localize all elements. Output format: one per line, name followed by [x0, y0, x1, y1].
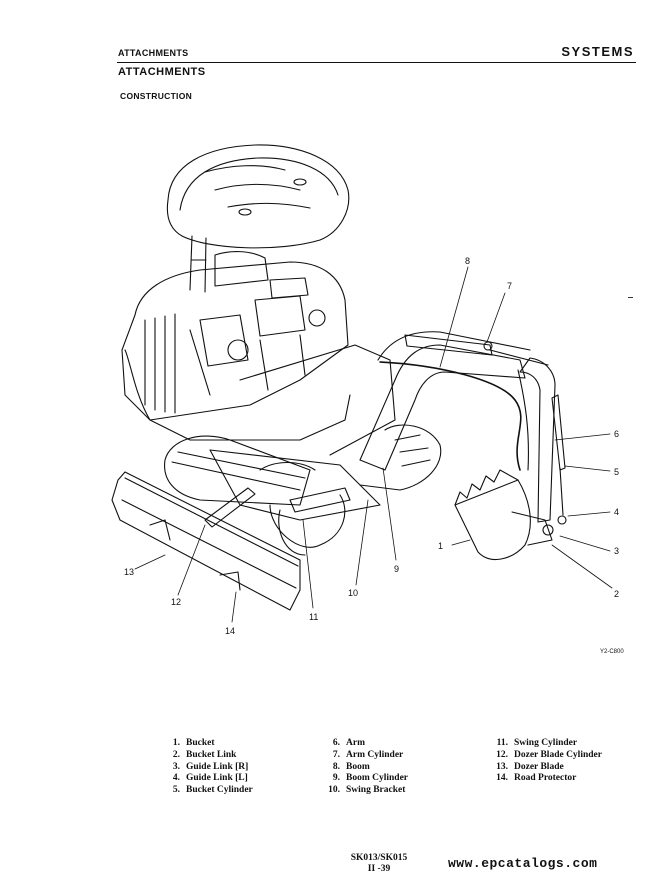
legend-item: 14. Road Protector: [486, 773, 602, 785]
legend-label: Road Protector: [514, 773, 577, 784]
legend-item: 5. Bucket Cylinder: [158, 785, 253, 797]
bucket-cylinder: [551, 394, 566, 516]
callout-7: 7: [507, 281, 512, 291]
legend-label: Boom: [346, 761, 370, 772]
header-section-label: ATTACHMENTS: [118, 48, 189, 58]
arm: [517, 357, 556, 523]
legend-number: 10.: [328, 785, 340, 796]
callout-10: 10: [348, 588, 358, 598]
legend-item: 11. Swing Cylinder: [486, 738, 602, 750]
page-footer: SK013/SK015 II -39: [342, 853, 416, 875]
header-chapter-label: SYSTEMS: [561, 44, 634, 59]
callout-14: 14: [225, 626, 235, 636]
callout-6: 6: [614, 429, 619, 439]
legend-number: 3.: [172, 761, 180, 772]
excavator-illustration: 1 2 3 4 5 6 7 8 9 10 11 12 13 14: [111, 144, 619, 636]
legend-label: Bucket Cylinder: [186, 785, 253, 796]
bucket: [454, 469, 567, 561]
boom: [359, 331, 531, 471]
legend-item: 8. Boom: [318, 762, 408, 774]
legend-number: 8.: [332, 761, 340, 772]
callout-2: 2: [614, 589, 619, 599]
callout-8: 8: [465, 256, 470, 266]
legend-label: Guide Link [L]: [186, 773, 248, 784]
legend-number: 5.: [172, 785, 180, 796]
legend-label: Boom Cylinder: [346, 773, 409, 784]
dozer-blade: [111, 471, 301, 611]
callout-13: 13: [124, 567, 134, 577]
watermark-url: www.epcatalogs.com: [448, 856, 598, 871]
callout-3: 3: [614, 546, 619, 556]
legend-column-3: 11. Swing Cylinder 12. Dozer Blade Cylinde…: [486, 738, 602, 785]
legend-column-2: 6. Arm 7. Arm Cylinder 8. Boom 9. Boom Cylin…: [318, 738, 408, 797]
legend-item: 4. Guide Link [L]: [158, 773, 253, 785]
callout-labels: 1 2 3 4 5 6 7 8 9 10 11 12 13 14: [124, 256, 619, 636]
legend-number: 2.: [172, 749, 180, 760]
arm-cylinder: [404, 334, 549, 366]
canopy-roof: [166, 144, 350, 249]
legend-number: 11.: [496, 738, 508, 748]
engine-body: [121, 251, 349, 421]
legend-label: Dozer Blade: [514, 761, 564, 772]
legend-number: 14.: [496, 773, 508, 784]
track-assembly: [164, 424, 442, 548]
page-title: ATTACHMENTS: [118, 66, 206, 78]
legend-label: Arm: [346, 738, 365, 748]
legend-column-1: 1.Bucket 2.Bucket Link 3.Guide Link [R] …: [158, 738, 253, 797]
callout-4: 4: [614, 507, 619, 517]
callout-leaders: [134, 266, 613, 623]
callout-12: 12: [171, 597, 181, 607]
legend-number: 13.: [496, 761, 508, 772]
canopy-post: [189, 235, 207, 293]
legend-number: 1.: [172, 738, 180, 748]
chassis-frame: [149, 344, 396, 521]
legend-number: 6.: [332, 738, 340, 748]
legend-number: 12.: [496, 749, 508, 760]
legend-label: Guide Link [R]: [186, 761, 249, 772]
legend-item: 1. Bucket: [158, 738, 253, 750]
legend-item: 3. Guide Link [R]: [158, 762, 253, 774]
dozer-blade-cylinder: [204, 487, 256, 528]
footer-model: SK013/SK015: [350, 853, 408, 863]
callout-1: 1: [438, 541, 443, 551]
legend-number: 4.: [172, 773, 180, 784]
legend-number: 7.: [332, 749, 340, 760]
legend-item: 13. Dozer Blade: [486, 762, 602, 774]
figure-code: Y2-C800: [600, 649, 624, 655]
header-rule: [117, 62, 636, 63]
margin-mark: [628, 297, 633, 298]
legend-item: 6. Arm: [318, 738, 408, 750]
legend-item: 7. Arm Cylinder: [318, 750, 408, 762]
legend-label: Bucket: [186, 738, 215, 748]
legend-item: 10. Swing Bracket: [318, 785, 408, 797]
footer-page-number: II -39: [367, 864, 391, 874]
legend-number: 9.: [332, 773, 340, 784]
section-subtitle: CONSTRUCTION: [120, 91, 193, 101]
legend-label: Arm Cylinder: [346, 749, 404, 760]
legend-label: Swing Cylinder: [514, 738, 578, 748]
hydraulic-hose: [379, 361, 522, 471]
swing-cylinder: [278, 487, 351, 556]
legend-item: 12. Dozer Blade Cylinder: [486, 750, 602, 762]
legend-label: Bucket Link: [186, 749, 237, 760]
callout-11: 11: [309, 612, 318, 622]
legend-label: Dozer Blade Cylinder: [514, 749, 602, 760]
legend-label: Swing Bracket: [346, 785, 406, 796]
callout-9: 9: [394, 564, 399, 574]
legend-item: 9. Boom Cylinder: [318, 773, 408, 785]
legend-item: 2. Bucket Link: [158, 750, 253, 762]
callout-5: 5: [614, 467, 619, 477]
